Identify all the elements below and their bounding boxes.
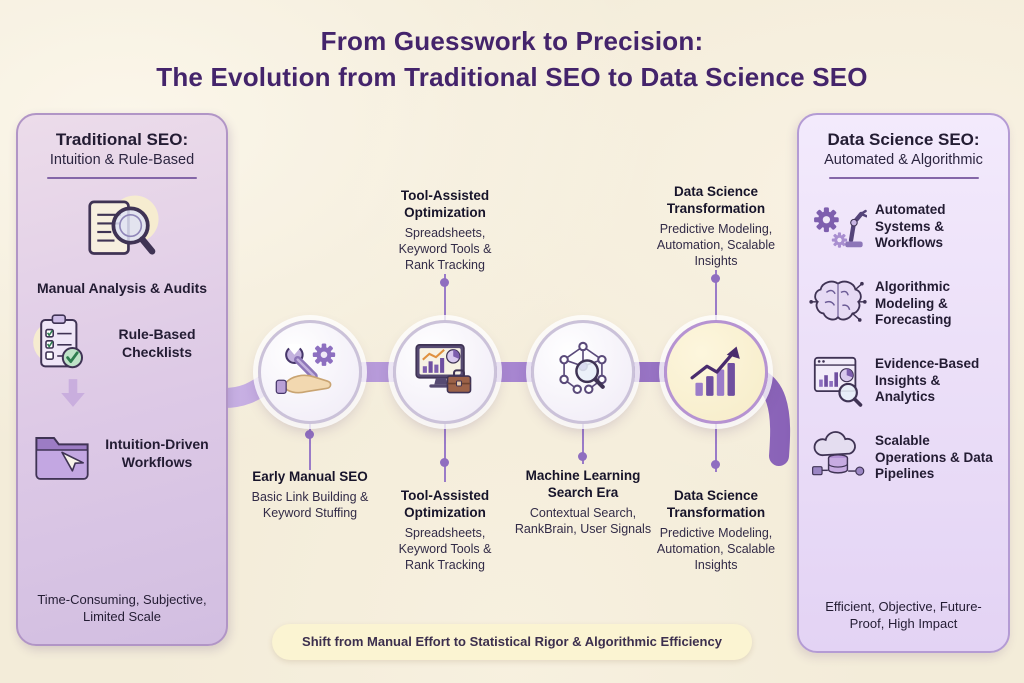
hand-tools-icon xyxy=(275,343,336,394)
page-title: From Guesswork to Precision: The Evoluti… xyxy=(0,26,1024,93)
connector-line xyxy=(444,424,446,482)
connector-dot xyxy=(578,452,587,461)
list-item-label: Rule-Based Checklists xyxy=(118,326,196,360)
stage-title: Data Science Transformation xyxy=(666,184,766,216)
list-item-label: Intuition-Driven Workflows xyxy=(105,436,209,470)
timeline-node-early-manual-seo xyxy=(258,320,362,424)
divider xyxy=(47,177,197,179)
brain-network-icon xyxy=(809,280,867,322)
connector-dot xyxy=(440,458,449,467)
connector-line xyxy=(715,270,717,322)
stage-label-tool-assisted-top: Tool-Assisted Optimization Spreadsheets,… xyxy=(385,188,505,274)
stage-description: Predictive Modeling, Automation, Scalabl… xyxy=(656,525,776,573)
timeline-node-data-science xyxy=(664,320,768,424)
document-magnifier-icon xyxy=(88,195,159,255)
stage-title: Machine Learning Search Era xyxy=(525,468,641,500)
list-item-label: Algorithmic Modeling & Forecasting xyxy=(875,278,952,328)
connector-dot xyxy=(711,460,720,469)
checklist-icon xyxy=(33,313,83,368)
network-search-icon xyxy=(559,341,607,394)
data-science-seo-panel: Data Science SEO: Automated & Algorithmi… xyxy=(797,113,1010,653)
stage-description: Basic Link Building & Keyword Stuffing xyxy=(251,489,369,521)
traditional-seo-panel: Traditional SEO: Intuition & Rule-Based … xyxy=(16,113,228,646)
list-item: Algorithmic Modeling & Forecasting xyxy=(799,275,1008,333)
monitor-analytics-icon xyxy=(415,344,472,394)
stage-label-tool-assisted-bottom: Tool-Assisted Optimization Spreadsheets,… xyxy=(385,488,505,574)
stage-title: Tool-Assisted Optimization xyxy=(400,188,490,220)
connector-dot xyxy=(440,278,449,287)
list-item: Evidence-Based Insights & Analytics xyxy=(799,352,1008,410)
automation-gears-icon xyxy=(814,207,867,248)
stage-label-data-science-bottom: Data Science Transformation Predictive M… xyxy=(642,488,790,574)
panel-subheading: Automated & Algorithmic xyxy=(824,152,983,168)
stage-description: Spreadsheets, Keyword Tools & Rank Track… xyxy=(398,525,492,573)
divider xyxy=(828,177,979,179)
bottom-banner: Shift from Manual Effort to Statistical … xyxy=(272,624,752,660)
title-line-1: From Guesswork to Precision: xyxy=(320,26,704,56)
cloud-database-icon xyxy=(812,431,865,476)
panel-footer: Efficient, Objective, Future-Proof, High… xyxy=(825,599,982,632)
connector-dot xyxy=(305,430,314,439)
list-item: Intuition-Driven Workflows xyxy=(18,422,226,486)
folder-cursor-icon xyxy=(35,436,89,480)
list-item: Automated Systems & Workflows xyxy=(799,198,1008,256)
list-item: Manual Analysis & Audits xyxy=(18,189,226,298)
list-item-label: Automated Systems & Workflows xyxy=(875,201,946,251)
connector-dot xyxy=(711,274,720,283)
banner-text: Shift from Manual Effort to Statistical … xyxy=(302,634,722,649)
stage-title: Data Science Transformation xyxy=(666,488,766,520)
stage-title: Early Manual SEO xyxy=(252,469,368,484)
stage-title: Tool-Assisted Optimization xyxy=(400,488,490,520)
stage-description: Contextual Search, RankBrain, User Signa… xyxy=(514,505,652,536)
panel-heading: Data Science SEO: xyxy=(827,130,980,149)
list-item: Rule-Based Checklists xyxy=(18,312,226,376)
analytics-dashboard-icon xyxy=(813,356,863,407)
panel-footer: Time-Consuming, Subjective, Limited Scal… xyxy=(37,592,207,625)
connector-line xyxy=(444,274,446,322)
stage-description: Predictive Modeling, Automation, Scalabl… xyxy=(656,221,776,269)
timeline-node-tool-assisted xyxy=(393,320,497,424)
growth-chart-icon xyxy=(690,346,740,396)
panel-subheading: Intuition & Rule-Based xyxy=(49,152,195,168)
list-item-label: Manual Analysis & Audits xyxy=(36,280,208,296)
down-arrow-icon xyxy=(61,378,85,407)
title-line-2: The Evolution from Traditional SEO to Da… xyxy=(156,62,868,92)
panel-heading: Traditional SEO: xyxy=(55,130,189,149)
stage-label-early-manual-seo: Early Manual SEO Basic Link Building & K… xyxy=(250,469,370,521)
stage-description: Spreadsheets, Keyword Tools & Rank Track… xyxy=(398,225,492,273)
list-item-label: Scalable Operations & Data Pipelines xyxy=(875,432,993,482)
list-item: Scalable Operations & Data Pipelines xyxy=(799,429,1008,487)
stage-label-machine-learning: Machine Learning Search Era Contextual S… xyxy=(513,468,653,537)
stage-label-data-science-top: Data Science Transformation Predictive M… xyxy=(642,184,790,270)
list-item-label: Evidence-Based Insights & Analytics xyxy=(875,355,980,405)
timeline-node-machine-learning xyxy=(531,320,635,424)
